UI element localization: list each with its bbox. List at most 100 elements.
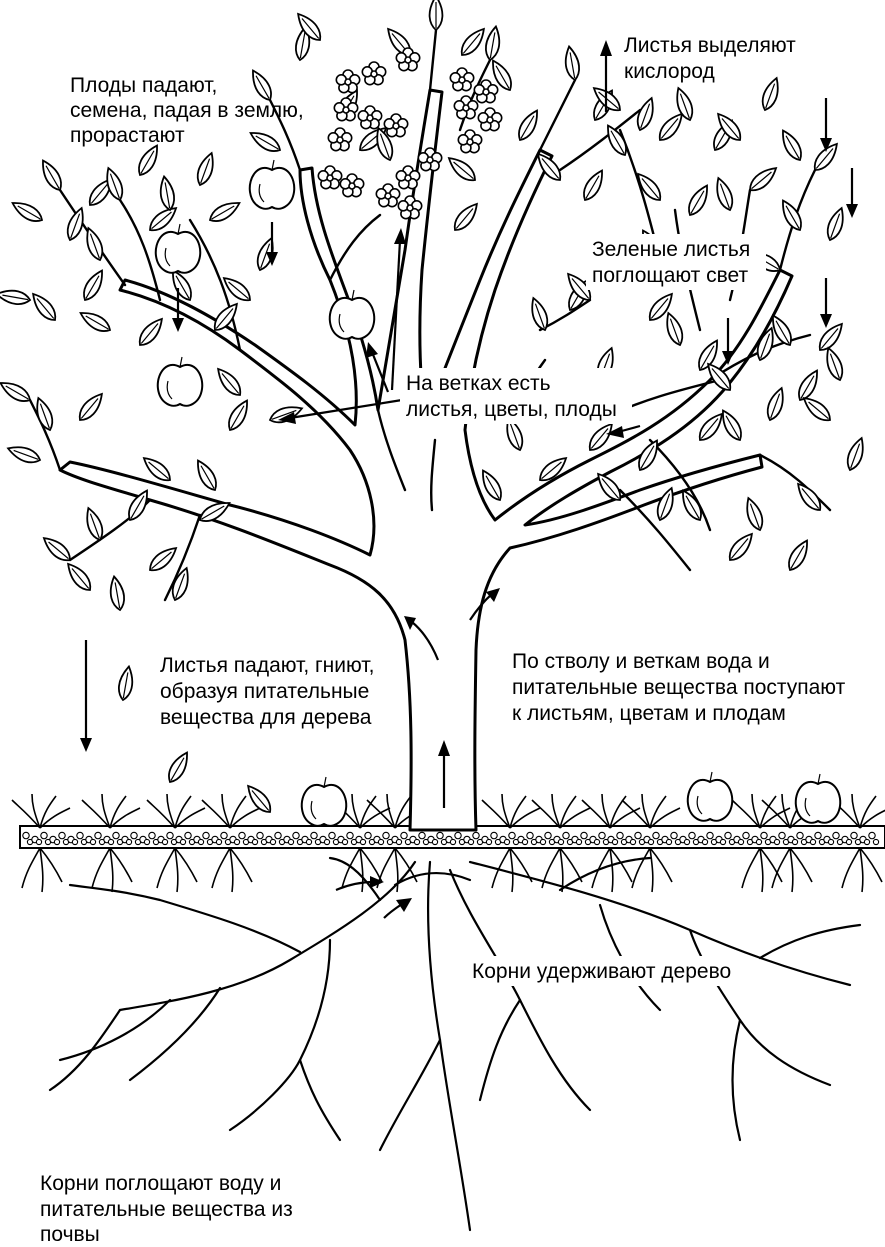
leaf-icon — [146, 203, 180, 235]
down-arrow-icon — [80, 640, 92, 752]
leaf-icon — [684, 182, 712, 218]
apple-icon — [796, 774, 841, 823]
leaf-icon — [764, 386, 788, 422]
leaf-icon — [135, 315, 167, 349]
leaf-icon — [63, 560, 95, 594]
apple-icon — [156, 224, 201, 273]
apple-icon — [250, 160, 295, 209]
svg-text:к листьям, цветам и плодам: к листьям, цветам и плодам — [512, 702, 786, 725]
svg-text:Плоды падают,: Плоды падают, — [70, 74, 217, 97]
leaf-icon — [634, 96, 658, 132]
svg-text:поглощают свет: поглощают свет — [592, 264, 749, 287]
flower-icon — [358, 106, 381, 129]
leaf-icon — [794, 367, 822, 403]
caption-leaves-oxygen: Листья выделяют кислород — [624, 34, 796, 83]
flower-icon — [318, 166, 341, 189]
leaf-icon — [108, 575, 127, 611]
leaf-icon — [633, 170, 665, 204]
tree-flowers — [318, 48, 501, 219]
svg-text:кислород: кислород — [624, 60, 715, 83]
leaf-icon — [194, 151, 218, 187]
flower-icon — [384, 114, 407, 137]
flower-icon — [458, 130, 481, 153]
leaf-icon — [213, 365, 245, 399]
leaf-icon — [6, 442, 42, 466]
leaf-icon — [662, 311, 686, 347]
down-arrow-icon — [820, 98, 832, 152]
leaf-icon — [28, 290, 60, 324]
leaf-icon — [0, 377, 33, 405]
leaf-icon — [563, 45, 582, 81]
flower-icon — [454, 96, 477, 119]
caption-leaves-fall: Листья падают, гниют, образуя питательны… — [160, 654, 374, 729]
leaf-icon — [445, 153, 479, 185]
leaf-icon — [0, 288, 31, 307]
leaf-icon — [793, 480, 825, 514]
leaf-icon — [134, 142, 162, 178]
leaf-icon — [712, 176, 736, 212]
svg-text:Корни поглощают воду и: Корни поглощают воду и — [40, 1172, 281, 1195]
leaf-icon — [77, 307, 113, 335]
flower-icon — [450, 68, 473, 91]
apple-icon — [688, 772, 733, 821]
leaf-icon — [207, 197, 243, 225]
leaf-icon — [220, 273, 254, 305]
leaf-icon — [742, 496, 766, 532]
leaf-icon — [243, 782, 275, 816]
leaf-icon — [457, 25, 489, 59]
leaf-icon — [247, 67, 275, 103]
leaf-icon — [844, 436, 868, 472]
flower-icon — [336, 70, 359, 93]
leaf-icon — [746, 163, 780, 195]
svg-text:почвы: почвы — [40, 1223, 100, 1246]
svg-text:листья, цветы, плоды: листья, цветы, плоды — [406, 398, 617, 421]
down-arrow-icon — [846, 168, 858, 218]
svg-text:вещества для дерева: вещества для дерева — [160, 706, 372, 729]
leaf-icon — [579, 167, 607, 203]
leaf-icon — [79, 267, 107, 303]
leaf-icon — [822, 346, 846, 382]
svg-text:прорастают: прорастают — [70, 124, 185, 147]
caption-roots-hold: Корни удерживают дерево — [466, 956, 750, 986]
svg-text:образуя питательные: образуя питательные — [160, 680, 369, 703]
leaf-icon — [117, 665, 136, 701]
leaf-icon — [40, 533, 74, 565]
flower-icon — [376, 184, 399, 207]
leaf-icon — [725, 530, 757, 564]
leaf-icon — [268, 402, 304, 426]
svg-text:Зеленые листья: Зеленые листья — [592, 238, 750, 261]
leaf-icon — [146, 543, 180, 575]
leaf-icon — [717, 407, 745, 443]
svg-text:Листья выделяют: Листья выделяют — [624, 34, 796, 57]
flower-icon — [478, 108, 501, 131]
leaf-icon — [164, 749, 192, 785]
svg-text:На ветках есть: На ветках есть — [406, 372, 551, 395]
leaf-icon — [450, 200, 482, 234]
apple-icon — [302, 777, 347, 826]
svg-text:питательные вещества поступают: питательные вещества поступают — [512, 676, 846, 699]
flower-icon — [328, 128, 351, 151]
svg-text:По стволу и веткам вода и: По стволу и веткам вода и — [512, 650, 770, 673]
flower-icon — [362, 62, 385, 85]
leaf-icon — [484, 25, 503, 61]
leaf-icon — [9, 197, 45, 225]
leaf-icon — [158, 175, 177, 211]
leaf-icon — [759, 76, 783, 112]
leaf-icon — [800, 393, 834, 425]
svg-text:питательные вещества из: питательные вещества из — [40, 1198, 293, 1221]
svg-text:Корни удерживают дерево: Корни удерживают дерево — [472, 960, 731, 983]
caption-branches-have: На ветках есть листья, цветы, плоды — [400, 368, 632, 424]
leaf-icon — [82, 226, 106, 262]
leaf-icon — [247, 127, 283, 155]
leaf-icon — [37, 157, 65, 193]
pointer-arrow-icon — [384, 898, 412, 918]
leaf-icon — [224, 397, 252, 433]
leaf-icon — [430, 0, 443, 30]
apple-icon — [158, 357, 203, 406]
leaf-icon — [784, 537, 812, 573]
leaf-icon — [777, 127, 805, 163]
svg-text:семена, падая в землю,: семена, падая в землю, — [70, 99, 304, 122]
leaf-icon — [593, 470, 625, 504]
down-arrow-icon — [820, 278, 832, 328]
